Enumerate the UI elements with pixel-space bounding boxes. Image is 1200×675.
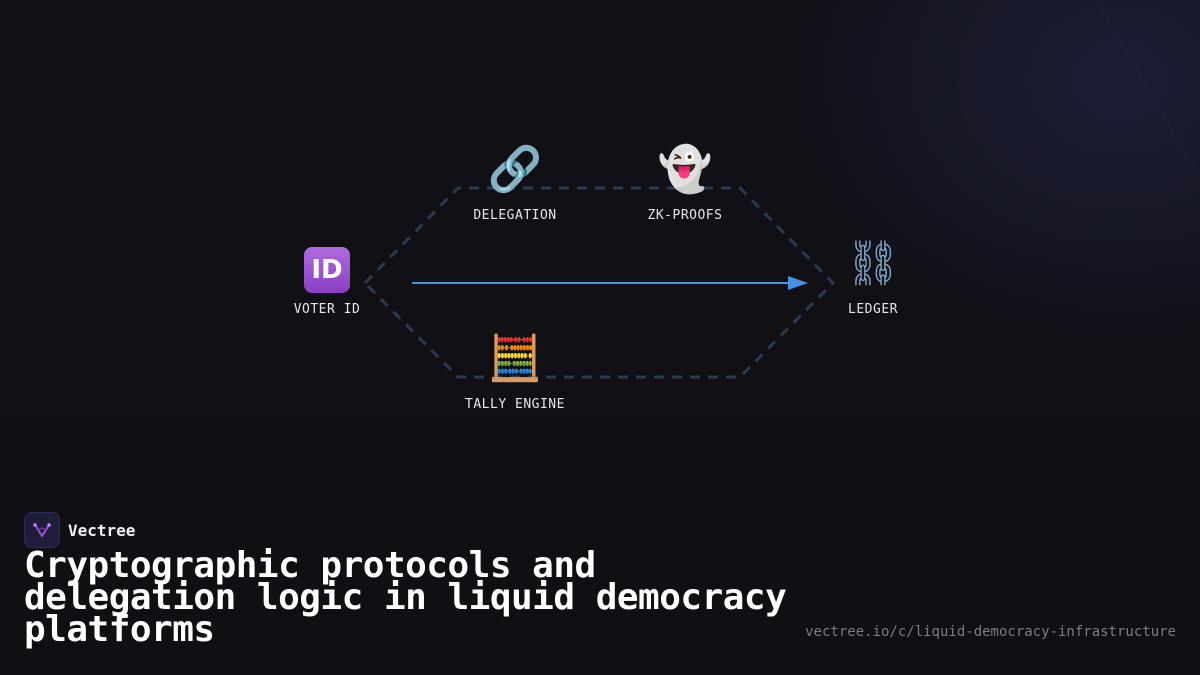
brand-name: Vectree	[68, 520, 136, 540]
vectree-logo-icon	[24, 512, 60, 548]
brand: Vectree	[24, 512, 135, 548]
node-zk-proofs: 👻 ZK-PROOFS	[605, 144, 765, 223]
link-icon: 🔗	[487, 144, 543, 195]
node-tally-engine: 🧮 TALLY ENGINE	[435, 333, 595, 412]
node-voter-id: ID VOTER ID	[247, 238, 407, 317]
node-label: LEDGER	[848, 302, 898, 317]
node-ledger: ⛓ LEDGER	[793, 238, 953, 317]
flow-outline	[362, 186, 836, 379]
node-delegation: 🔗 DELEGATION	[435, 144, 595, 223]
chain-icon: ⛓	[845, 238, 901, 289]
abacus-icon: 🧮	[487, 333, 543, 384]
id-badge-icon: ID	[247, 238, 407, 293]
node-label: ZK-PROOFS	[647, 208, 723, 223]
page-title: Cryptographic protocols and delegation l…	[24, 545, 787, 650]
node-label: TALLY ENGINE	[465, 397, 565, 412]
source-url: vectree.io/c/liquid-democracy-infrastruc…	[805, 624, 1176, 640]
node-label: VOTER ID	[293, 302, 361, 317]
ghost-icon: 👻	[657, 144, 713, 195]
node-label: DELEGATION	[473, 208, 557, 223]
